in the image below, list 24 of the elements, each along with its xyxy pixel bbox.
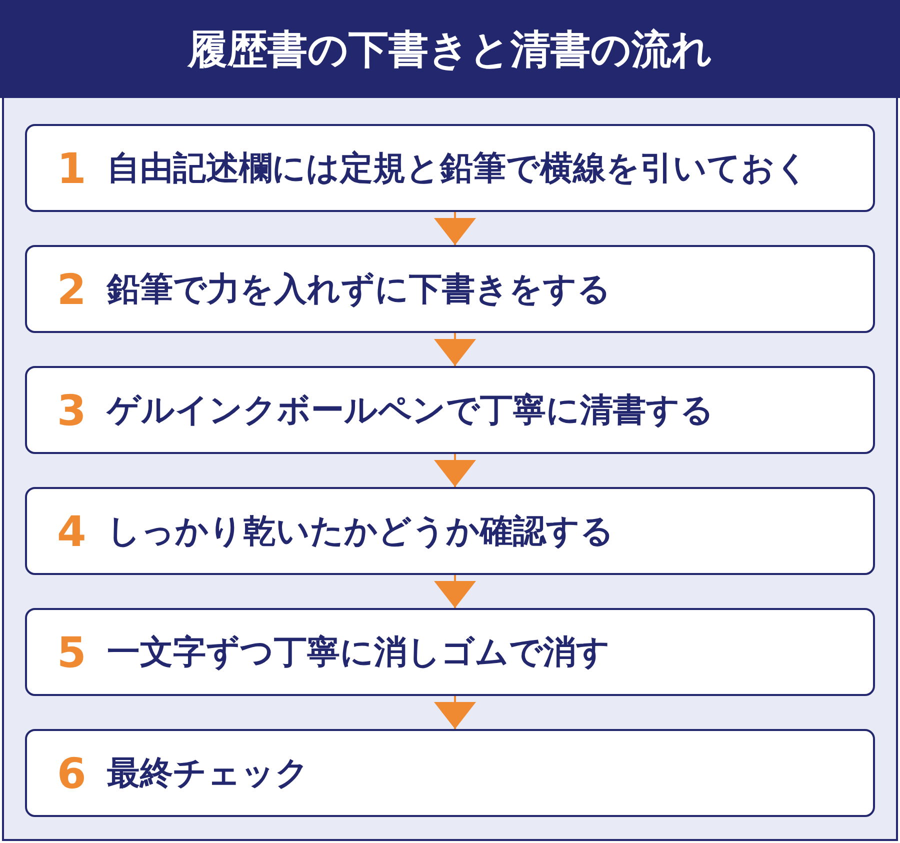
step-box xyxy=(25,729,875,817)
arrow xyxy=(434,696,476,729)
step-number: 5 xyxy=(57,628,88,676)
step-text: 一文字ずつ丁寧に消しゴムで消す xyxy=(107,630,610,672)
step-box xyxy=(25,608,875,696)
title-banner: 履歴書の下書きと清書の流れ xyxy=(0,0,900,98)
step-box xyxy=(25,487,875,575)
step-text: しっかり乾いたかどうか確認する xyxy=(107,510,614,552)
step-number: 1 xyxy=(57,144,88,192)
arrow xyxy=(434,454,476,487)
arrow xyxy=(434,575,476,608)
step-number: 4 xyxy=(57,506,88,556)
step-text: 自由記述欄には定規と鉛筆で横線を引いておく xyxy=(107,146,809,188)
arrow xyxy=(434,212,476,245)
step-text: 最終チェック xyxy=(107,752,309,794)
step-box xyxy=(25,366,875,454)
step-number: 2 xyxy=(57,264,88,314)
arrow xyxy=(434,333,476,366)
step-number: 6 xyxy=(57,748,88,798)
step-number: 3 xyxy=(57,386,88,434)
step-text: 鉛筆で力を入れずに下書きをする xyxy=(107,268,611,310)
step-text: ゲルインクボールペンで丁寧に清書する xyxy=(107,388,714,430)
step-box xyxy=(25,245,875,333)
step-box xyxy=(25,124,875,212)
